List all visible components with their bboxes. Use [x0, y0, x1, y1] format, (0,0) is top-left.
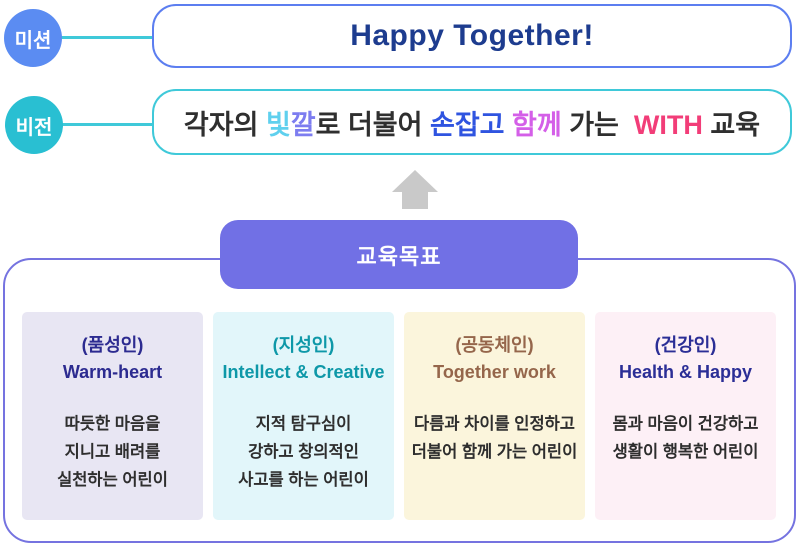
goal-card-subtitle: Intellect & Creative	[222, 362, 385, 382]
mission-connector-line	[58, 36, 156, 39]
mission-box: Happy Together!	[152, 4, 792, 68]
goal-card-description: 몸과 마음이 건강하고 생활이 행복한 어린이	[595, 410, 776, 466]
goal-card-tag: (지성인)	[272, 335, 335, 355]
goal-card-health: (건강인) Health & Happy 몸과 마음이 건강하고 생활이 행복한…	[595, 312, 776, 520]
goal-card-line: 따듯한 마음을	[64, 415, 161, 433]
goal-card-description: 지적 탐구심이 강하고 창의적인 사고를 하는 어린이	[213, 410, 394, 494]
vision-text-segment: 로 더불어	[315, 109, 430, 140]
vision-text: 각자의 빛깔로 더불어 손잡고 함께 가는 WITH 교육	[184, 103, 760, 142]
up-arrow-shaft	[402, 191, 428, 209]
vision-connector-line	[59, 123, 156, 126]
goal-card-line: 더불어 함께 가는 어린이	[411, 443, 578, 461]
goal-card-warm-heart: (품성인) Warm-heart 따듯한 마음을 지니고 배려를 실천하는 어린…	[22, 312, 203, 520]
vision-text-segment: 교육	[702, 109, 761, 140]
goal-card-line: 다름과 차이를 인정하고	[414, 415, 575, 433]
goal-card-description: 따듯한 마음을 지니고 배려를 실천하는 어린이	[22, 410, 203, 494]
goal-card-intellect: (지성인) Intellect & Creative 지적 탐구심이 강하고 창…	[213, 312, 394, 520]
goal-card-line: 지니고 배려를	[64, 443, 161, 461]
goal-card-subtitle: Warm-heart	[62, 362, 163, 382]
goal-card-subtitle: Health & Happy	[618, 362, 753, 382]
mission-badge: 미션	[4, 9, 62, 67]
goal-card-tag: (품성인)	[81, 335, 144, 355]
goal-card-tag: (공동체인)	[455, 335, 534, 355]
goal-card-description: 다름과 차이를 인정하고 더불어 함께 가는 어린이	[404, 410, 585, 466]
goal-card-line: 지적 탐구심이	[255, 415, 352, 433]
goal-card-line: 생활이 행복한 어린이	[612, 443, 759, 461]
vision-text-segment: 손잡고	[430, 109, 513, 140]
vision-text-segment: 가는	[561, 109, 634, 140]
up-arrow-icon	[392, 170, 438, 192]
goal-card-subtitle: Together work	[433, 362, 556, 382]
goals-button: 교육목표	[220, 220, 578, 289]
goal-card-tag: (건강인)	[654, 335, 717, 355]
vision-text-segment: 빛	[265, 109, 291, 140]
mission-title: Happy Together!	[350, 19, 594, 52]
vision-box: 각자의 빛깔로 더불어 손잡고 함께 가는 WITH 교육	[152, 89, 792, 155]
goal-card-line: 몸과 마음이 건강하고	[612, 415, 759, 433]
vision-text-segment: 깔	[290, 109, 316, 140]
vision-badge: 비전	[5, 96, 63, 154]
vision-text-segment: 각자의	[183, 109, 266, 140]
goal-card-line: 실천하는 어린이	[57, 471, 168, 489]
goal-card-line: 강하고 창의적인	[248, 443, 359, 461]
vision-text-segment: WITH	[633, 109, 703, 140]
vision-text-segment: 함께	[512, 109, 562, 140]
goal-card-together: (공동체인) Together work 다름과 차이를 인정하고 더불어 함께…	[404, 312, 585, 520]
goal-card-line: 사고를 하는 어린이	[238, 471, 369, 489]
